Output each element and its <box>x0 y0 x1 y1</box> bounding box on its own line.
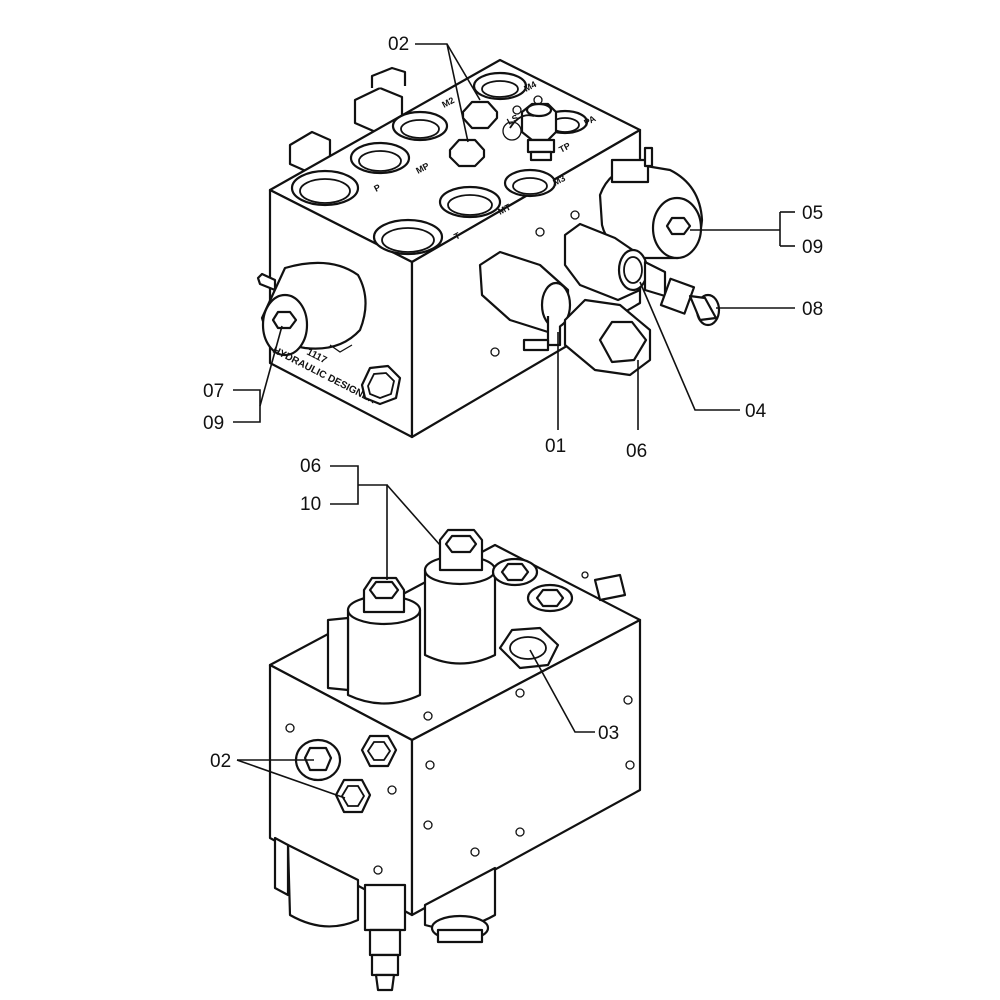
callout-top-09a: 09 <box>802 237 823 258</box>
callout-top-05: 05 <box>802 203 823 224</box>
hex-cap-06-top <box>563 298 652 377</box>
bottom-under-cartridge <box>423 866 497 944</box>
callout-bot-03: 03 <box>598 723 619 744</box>
callout-bot-10: 10 <box>300 494 321 515</box>
top-face-ports <box>290 71 589 256</box>
port-label-t: T <box>452 230 462 242</box>
left-solenoid-coil <box>256 261 367 357</box>
right-solenoid-coil <box>598 146 704 260</box>
top-face-hex-plug-a <box>461 100 499 130</box>
port-label-ls: LS <box>505 113 520 127</box>
callout-bot-06: 06 <box>300 456 321 477</box>
callout-top-02: 02 <box>388 34 409 55</box>
callout-top-09b: 09 <box>203 413 224 434</box>
callout-top-08: 08 <box>802 299 823 320</box>
bottom-under-coil <box>273 836 360 928</box>
callout-top-07: 07 <box>203 381 224 402</box>
callout-bot-02: 02 <box>210 751 231 772</box>
cartridge-valve-04 <box>563 222 649 302</box>
bottom-top-hex-plug-b <box>526 583 574 613</box>
bottom-left-face-plug-b <box>360 734 398 768</box>
top-face-hex-plug-b <box>448 138 486 168</box>
adjust-knob-08 <box>643 260 721 327</box>
port-label-tp: TP <box>557 141 572 155</box>
callout-top-06: 06 <box>626 441 647 462</box>
top-manifold-block: P MP T MT M2 M3 M4 TP PA LS HYDRAULIC DE… <box>256 58 721 439</box>
bottom-coil-right <box>423 528 497 665</box>
bottom-top-hex-plug-a <box>491 557 539 587</box>
test-point-fitting <box>509 102 558 162</box>
bottom-block-right-face <box>410 618 642 917</box>
bottom-left-face-plug-c <box>334 778 372 814</box>
port-label-p: P <box>372 182 382 194</box>
bottom-top-hex-plug-03 <box>498 626 560 670</box>
callout-top-01: 01 <box>545 436 566 457</box>
bottom-leader-lines <box>236 465 595 799</box>
bottom-left-face-plug-a <box>294 738 342 782</box>
top-leader-lines <box>233 43 795 430</box>
bottom-coil-left <box>326 576 422 705</box>
bottom-under-fitting <box>363 883 407 992</box>
left-face-hex-plug <box>360 364 402 406</box>
bottom-manifold-block <box>268 528 642 992</box>
callout-top-04: 04 <box>745 401 767 422</box>
